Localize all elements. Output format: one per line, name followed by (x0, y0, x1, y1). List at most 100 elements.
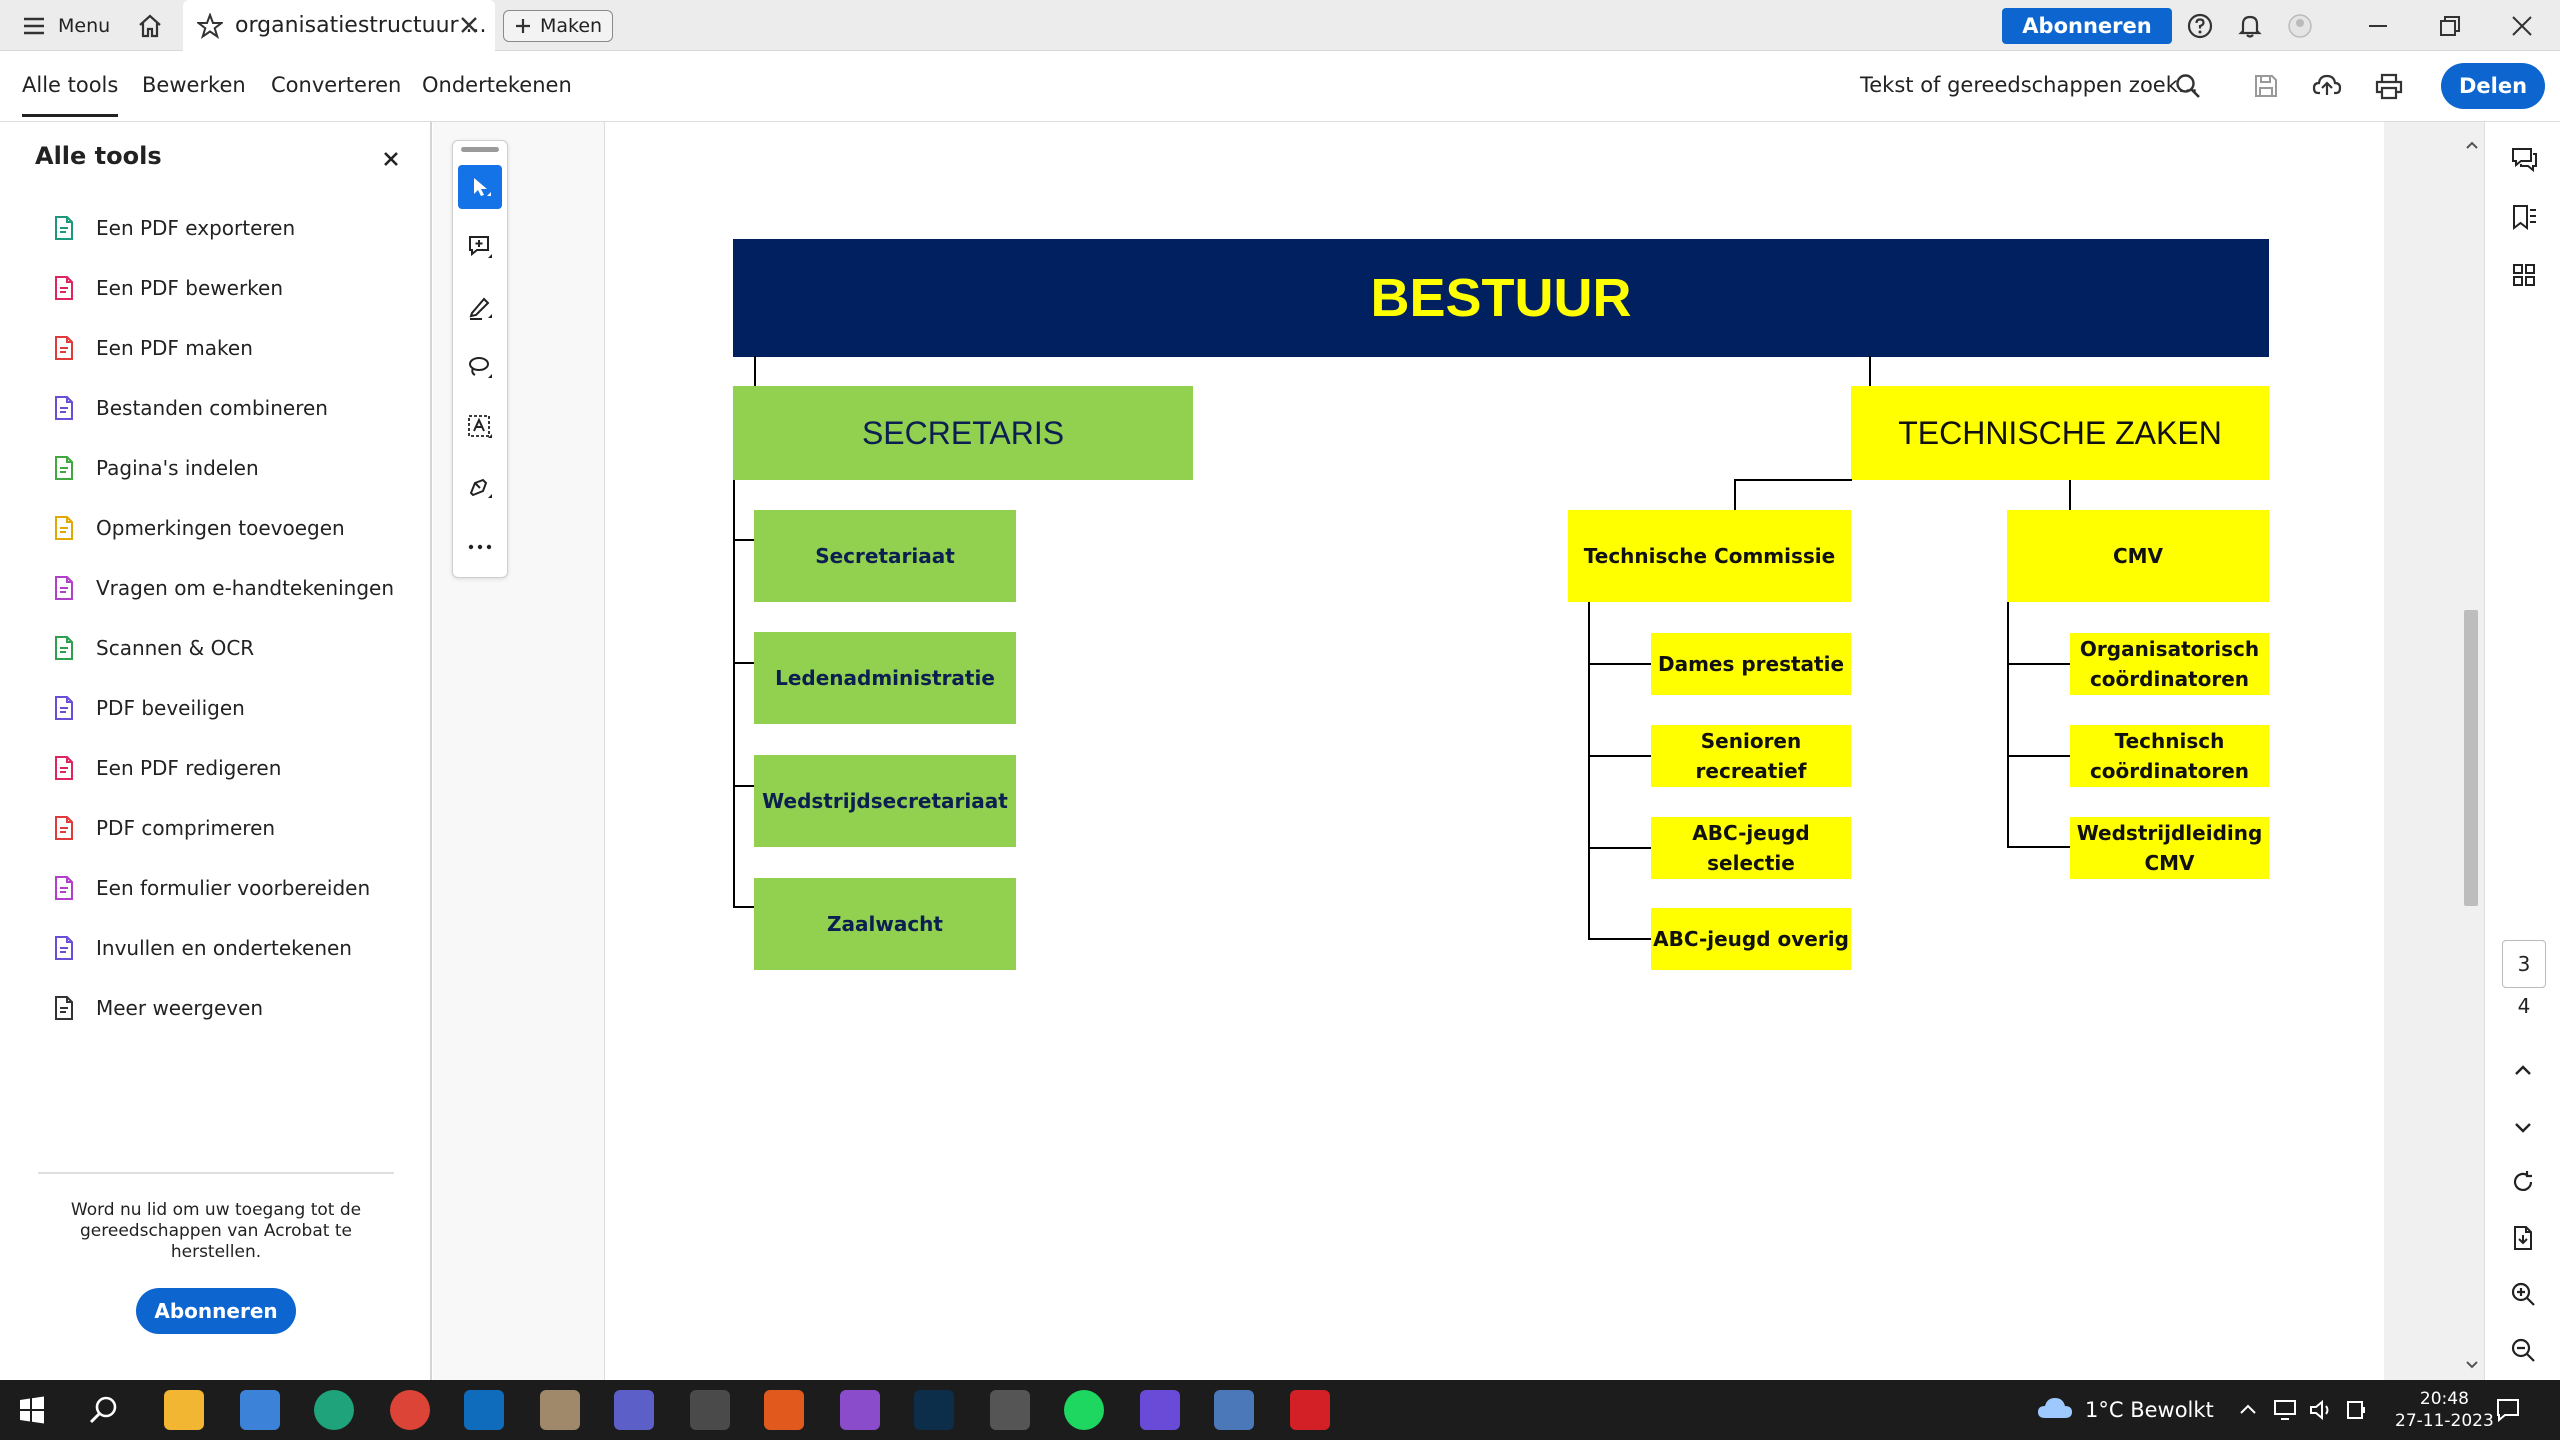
tool-item[interactable]: Een PDF exporteren (50, 208, 295, 248)
tool-item[interactable]: PDF beveiligen (50, 688, 245, 728)
help-icon[interactable] (2186, 12, 2214, 40)
thumbnails-panel-icon[interactable] (2509, 260, 2539, 290)
org-box-bestuur: BESTUUR (733, 239, 2269, 357)
upload-cloud-icon[interactable] (2312, 71, 2342, 99)
sign-tool-button[interactable] (458, 465, 502, 509)
tool-item[interactable]: Een PDF bewerken (50, 268, 283, 308)
network-icon[interactable] (2272, 1398, 2298, 1422)
app-icon[interactable] (1140, 1390, 1180, 1430)
export-pdf-icon (50, 214, 78, 242)
tool-item[interactable]: Pagina's indelen (50, 448, 259, 488)
notifications-icon[interactable] (2494, 1396, 2522, 1424)
app-icon[interactable] (990, 1390, 1030, 1430)
tool-item[interactable]: Een formulier voorbereiden (50, 868, 370, 908)
tab-all-tools[interactable]: Alle tools (22, 73, 119, 117)
new-tab-button[interactable]: Maken (503, 10, 613, 42)
app-icon[interactable] (840, 1390, 880, 1430)
tool-item-label: Vragen om e-handtekeningen (96, 576, 394, 600)
tool-item[interactable]: Invullen en ondertekenen (50, 928, 352, 968)
save-icon[interactable] (2252, 72, 2280, 100)
calculator-icon[interactable] (1214, 1390, 1254, 1430)
highlight-tool-button[interactable] (458, 285, 502, 329)
share-button[interactable]: Delen (2441, 63, 2545, 109)
scroll-down-icon[interactable] (2465, 1360, 2479, 1370)
tool-item[interactable]: Opmerkingen toevoegen (50, 508, 345, 548)
app-icon[interactable] (540, 1390, 580, 1430)
cloudy-weather-icon (2035, 1392, 2075, 1424)
connector-line (733, 539, 755, 541)
acrobat-icon[interactable] (1290, 1390, 1330, 1430)
search-taskbar-icon[interactable] (88, 1394, 120, 1426)
strip-grip[interactable] (461, 147, 499, 152)
org-box-secretaris: SECRETARIS (733, 386, 1193, 480)
teams-icon[interactable] (614, 1390, 654, 1430)
zoom-out-icon[interactable] (2509, 1336, 2537, 1364)
document-tab[interactable]: organisatiestructuur ... (183, 0, 495, 51)
spotify-icon[interactable] (1064, 1390, 1104, 1430)
comments-panel-icon[interactable] (2509, 144, 2539, 174)
select-tool-button[interactable] (458, 165, 502, 209)
app-icon[interactable] (764, 1390, 804, 1430)
comment-tool-button[interactable] (458, 225, 502, 269)
org-box-senioren-recreatief: Senioren recreatief (1651, 725, 1851, 787)
page-up-icon[interactable] (2511, 1058, 2535, 1082)
star-icon[interactable] (197, 12, 223, 39)
page-fit-icon[interactable] (2509, 1224, 2537, 1252)
outlook-icon[interactable] (464, 1390, 504, 1430)
battery-icon[interactable] (2344, 1398, 2370, 1422)
restore-icon[interactable] (2436, 12, 2464, 40)
connector-line (1734, 479, 1852, 481)
windows-start-icon[interactable] (18, 1396, 46, 1424)
tab-sign[interactable]: Ondertekenen (422, 73, 572, 97)
connector-line (733, 906, 755, 908)
app-icon[interactable] (690, 1390, 730, 1430)
tool-item[interactable]: PDF comprimeren (50, 808, 275, 848)
subscribe-button[interactable]: Abonneren (2002, 8, 2172, 44)
tool-item[interactable]: Vragen om e-handtekeningen (50, 568, 394, 608)
text-select-tool-button[interactable] (458, 405, 502, 449)
system-clock[interactable]: 20:48 27-11-2023 (2395, 1388, 2494, 1432)
chrome-icon[interactable] (390, 1390, 430, 1430)
tool-item[interactable]: Scannen & OCR (50, 628, 254, 668)
search-icon[interactable] (2174, 72, 2202, 100)
tool-item[interactable]: Een PDF redigeren (50, 748, 281, 788)
tool-search-input[interactable]: Tekst of gereedschappen zoek... (1860, 73, 2198, 97)
page-down-icon[interactable] (2511, 1116, 2535, 1140)
draw-tool-button[interactable] (458, 345, 502, 389)
tool-item[interactable]: Meer weergeven (50, 988, 263, 1028)
sidebar-divider (38, 1172, 394, 1174)
volume-icon[interactable] (2308, 1398, 2334, 1422)
connector-line (733, 662, 755, 664)
close-window-icon[interactable] (2508, 12, 2536, 40)
bookmarks-panel-icon[interactable] (2509, 202, 2539, 232)
edge-icon[interactable] (314, 1390, 354, 1430)
lightroom-icon[interactable] (914, 1390, 954, 1430)
print-icon[interactable] (2374, 72, 2404, 100)
sidebar-subscribe-button[interactable]: Abonneren (136, 1288, 296, 1334)
more-tools-button[interactable] (458, 525, 502, 569)
org-box-ledenadministratie: Ledenadministratie (754, 632, 1016, 724)
tab-edit[interactable]: Bewerken (142, 73, 246, 97)
tool-item[interactable]: Een PDF maken (50, 328, 253, 368)
quick-tools-strip (452, 140, 508, 578)
scroll-up-icon[interactable] (2465, 140, 2479, 150)
current-page-input[interactable]: 3 (2502, 940, 2546, 988)
rotate-icon[interactable] (2509, 1168, 2537, 1196)
org-box-abc-jeugd-selectie: ABC-jeugd selectie (1651, 817, 1851, 879)
org-box-wedstrijdleiding-cmv: Wedstrijdleiding CMV (2070, 817, 2269, 879)
tab-convert[interactable]: Converteren (271, 73, 402, 97)
zoom-in-icon[interactable] (2509, 1280, 2537, 1308)
app-icon[interactable] (240, 1390, 280, 1430)
bell-icon[interactable] (2236, 12, 2264, 40)
menu-button[interactable]: Menu (22, 12, 110, 40)
home-icon[interactable] (136, 12, 164, 40)
weather-text[interactable]: 1°C Bewolkt (2085, 1398, 2214, 1422)
tray-chevron-icon[interactable] (2238, 1400, 2258, 1420)
scrollbar-thumb[interactable] (2464, 610, 2478, 906)
close-tab-icon[interactable] (457, 13, 481, 37)
tool-item[interactable]: Bestanden combineren (50, 388, 328, 428)
avatar-icon[interactable] (2286, 12, 2314, 40)
close-sidebar-icon[interactable] (382, 150, 400, 168)
file-explorer-icon[interactable] (164, 1390, 204, 1430)
minimize-icon[interactable] (2364, 12, 2392, 40)
